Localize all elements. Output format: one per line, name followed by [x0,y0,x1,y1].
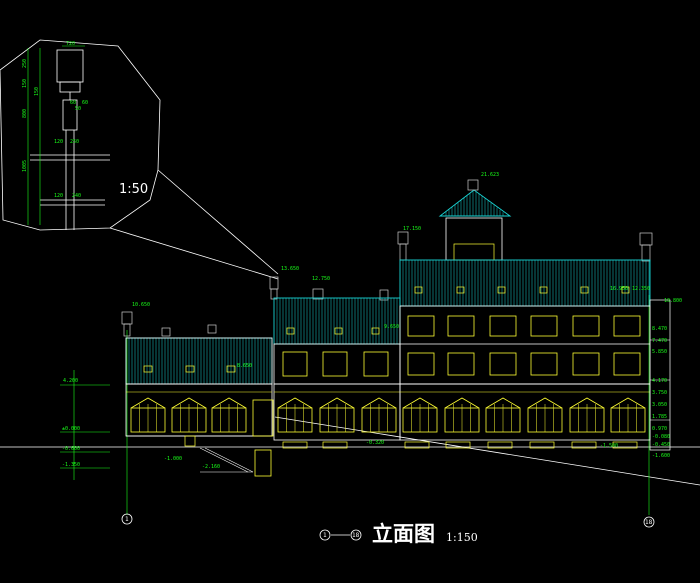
elev-right-roof: 12.350 [632,286,650,292]
elev-eave-mid: 9.650 [384,324,399,330]
elev-right-i: -1.600 [652,453,670,459]
center-pavilion [269,276,401,441]
axis-bubble-right [643,516,655,528]
elev-right-level: 8.470 [652,326,667,332]
basement-windows [282,441,638,449]
detail-dim-g: 60 [82,100,88,106]
elev-roof-left: 8.650 [237,363,252,369]
elev-pavilion-top: 13.650 [281,266,299,272]
elev-right-wing-top: 10.800 [664,298,682,304]
elev-step: -0.320 [366,440,384,446]
elev-mid-level: 7.470 [652,338,667,344]
detail-dim-c: 150 [34,87,40,96]
drawing-title-block: 1 18 立面图 1:150 [319,522,478,546]
elev-basement: -1.350 [62,462,80,468]
elev-low-ground: -1.500 [600,443,618,449]
elev-upper-ridge: 17.150 [403,226,421,232]
drawing-scale: 1:150 [446,531,478,544]
pavilion-roof [273,297,401,345]
detail-chimney [30,49,110,230]
detail-scale: 1:50 [119,182,148,197]
elev-right-b: 4.170 [652,378,667,384]
drawing-title: 立面图 [372,522,435,546]
entrance [184,399,274,477]
elev-ground-minus: -0.600 [62,446,80,452]
detail-dim-i: 120 [54,139,63,145]
main-block [397,179,671,451]
elev-mid-roof: 12.750 [312,276,330,282]
detail-callout: 720 250 150 150 800 1005 60 60 50 120 25… [0,39,279,280]
elev-right-f: 0.970 [652,426,667,432]
detail-dim-k: 120 [54,193,63,199]
elev-mid-upper: 16.950 [610,286,628,292]
elev-ground: ±0.000 [62,426,80,432]
elev-right-a: 5.850 [652,349,667,355]
detail-dim-h: 50 [75,106,81,112]
detail-dim-e: 1005 [22,160,28,172]
main-block-roof [399,259,651,307]
axis-label-left: 1 [125,516,129,523]
detail-dim-a: 250 [22,59,28,68]
detail-dim-d: 800 [22,109,28,118]
elev-right-d: 3.050 [652,402,667,408]
elev-right-c: 3.750 [652,390,667,396]
detail-dim-top: 720 [66,41,75,47]
detail-dim-b: 150 [22,79,28,88]
elev-tower-top: 21.623 [481,172,499,178]
elev-left-wing-top: 10.650 [132,302,150,308]
title-axis-to: 18 [352,532,360,539]
elev-left-mark: 4.200 [63,378,78,384]
axis-bubble-left [121,513,133,525]
detail-dim-j: 250 [70,139,79,145]
elev-right-e: 1.785 [652,414,667,420]
elev-entry: -2.160 [202,464,220,470]
tower-roof [438,189,512,217]
ground-floor-arches [130,397,646,433]
elev-right-g: -0.080 [652,434,670,440]
title-axis-from: 1 [323,532,327,539]
slope-line [274,416,700,486]
detail-dim-f: 60 [70,100,76,106]
axis-label-right: 18 [645,519,653,526]
elev-low-mid: -1.000 [164,456,182,462]
detail-dim-l: 240 [72,193,81,199]
elev-right-h: -0.450 [652,442,670,448]
left-wing [121,311,273,437]
left-wing-roof [125,337,273,385]
